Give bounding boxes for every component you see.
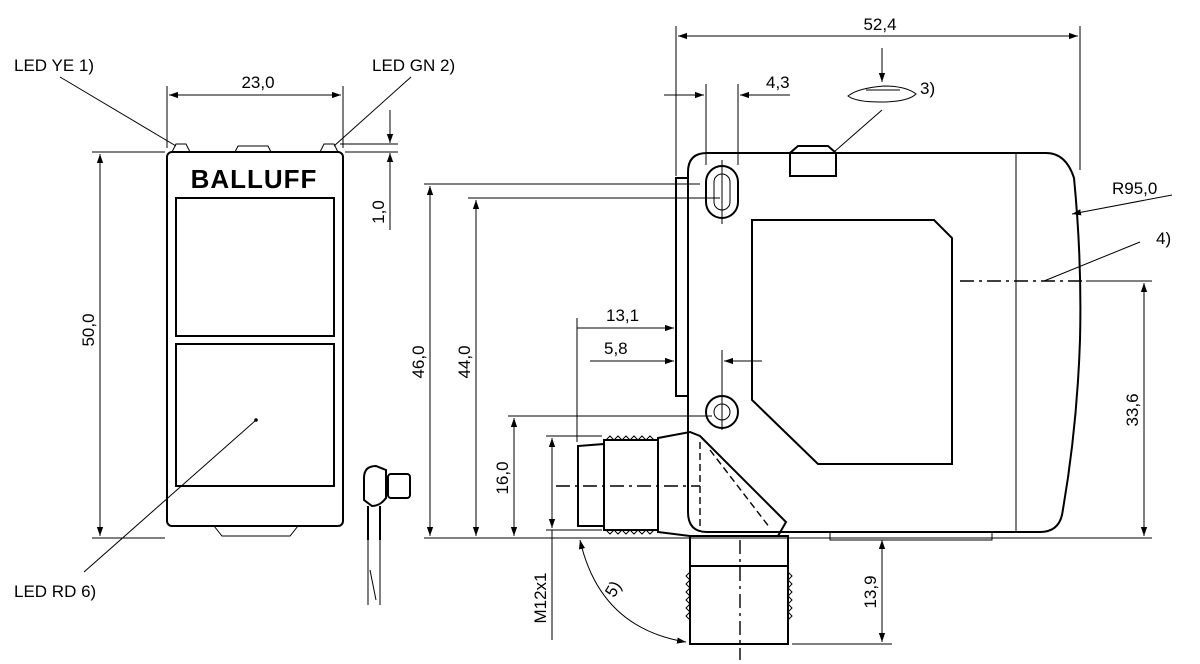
led-gn-label: LED GN 2) [372,56,455,75]
dim-front-width: 23,0 [241,73,274,92]
connector-vertical [685,535,793,660]
top-center-bump [234,145,272,153]
dim-connector-drop: 13,9 [861,575,880,608]
dim-height-44: 44,0 [455,345,474,378]
side-view [675,145,1082,541]
dim-hole-offset: 5,8 [604,339,628,358]
rotation-arc [578,539,687,644]
dim-led-offset: 1,0 [369,200,388,224]
upper-window [175,197,335,337]
top-cap [789,145,837,177]
cable-connector-view [363,464,411,605]
dim-front-height: 50,0 [79,313,98,346]
bottom-plate [829,531,993,541]
button-symbol [847,85,917,103]
led-ye-bump [171,143,191,153]
led-rd-label: LED RD 6) [14,582,96,601]
dim-connector-offset: 13,1 [606,306,639,325]
note-3-label: 3) [920,79,935,98]
dim-height-46: 46,0 [409,345,428,378]
front-view: BALLUFF [166,143,344,537]
led-rd-dot [254,418,258,422]
connector-horizontal [556,430,788,537]
brand-logo: BALLUFF [191,164,318,194]
led-gn-bump [319,143,339,153]
bottom-foot [213,525,299,537]
dim-hole-width: 4,3 [766,73,790,92]
mounting-plate [675,177,689,397]
dim-axis-height: 33,6 [1123,393,1142,426]
side-housing [687,152,1082,533]
optics-window [751,219,953,465]
dim-height-16: 16,0 [493,461,512,494]
radius-label: R95,0 [1112,179,1157,198]
front-housing [166,151,344,527]
led-ye-label: LED YE 1) [14,56,94,75]
dim-side-length: 52,4 [863,15,896,34]
lower-window [175,343,335,487]
note-4-label: 4) [1156,229,1171,248]
thread-label: M12x1 [531,572,550,623]
